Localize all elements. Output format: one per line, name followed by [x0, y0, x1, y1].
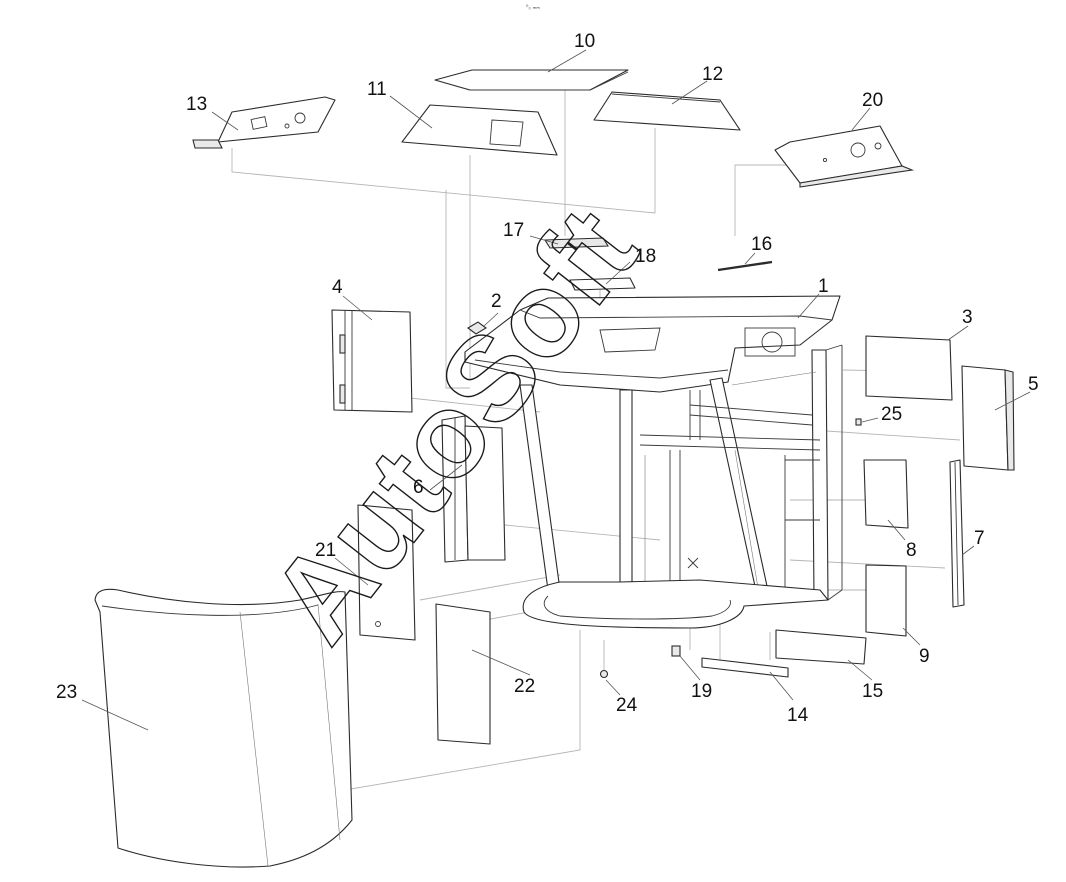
- part-23-curved-windscreen: [94, 588, 353, 868]
- part-9-right-lower-panel: [865, 564, 907, 637]
- part-8-right-middle-panel: [863, 459, 909, 529]
- callout-24: 24: [616, 695, 638, 716]
- part-15-rear-lower-strip: [775, 629, 867, 665]
- part-1-cab-frame: [464, 295, 843, 629]
- floor-cross-marker: [687, 557, 699, 569]
- part-21-left-lower-panel: [357, 504, 416, 641]
- part-19-pin: [671, 645, 681, 657]
- part-4-door-post: [331, 309, 413, 413]
- part-5-right-door-post: [961, 365, 1015, 471]
- callout-25: 25: [881, 404, 902, 425]
- callout-22: 22: [514, 676, 535, 697]
- part-11-front-roof-panel: [401, 104, 558, 156]
- callout-2: 2: [491, 291, 502, 312]
- callout-19: 19: [691, 681, 712, 702]
- part-20-top-right-bracket: [774, 125, 915, 188]
- callout-23: 23: [56, 682, 77, 703]
- callout-7: 7: [974, 528, 985, 549]
- part-22-front-lower-panel: [435, 603, 491, 745]
- callout-17: 17: [503, 220, 524, 241]
- callout-16: 16: [751, 234, 772, 255]
- callout-pointers: [81, 49, 1031, 731]
- callout-13: 13: [186, 94, 207, 115]
- callout-5: 5: [1028, 374, 1039, 395]
- callout-labels: 1 2 3 4 5 6 7 8 9 10 11 12 13 14 15 16 1…: [56, 31, 1039, 726]
- part-6-lower-door-post: [441, 415, 506, 563]
- callout-21: 21: [315, 540, 336, 561]
- callout-14: 14: [787, 705, 809, 726]
- callout-18: 18: [635, 246, 656, 267]
- part-17-roof-strip: [544, 237, 609, 249]
- callout-15: 15: [862, 681, 883, 702]
- callout-9: 9: [919, 646, 930, 667]
- part-14-floor-strip: [701, 657, 789, 678]
- part-12-rear-roof-panel: [593, 91, 741, 131]
- part-25-fastener: [855, 418, 862, 426]
- part-16-rod: [717, 260, 773, 272]
- callout-8: 8: [906, 540, 917, 561]
- callout-4: 4: [332, 277, 343, 298]
- part-2-clip: [467, 321, 487, 335]
- part-7-right-strip: [949, 459, 965, 608]
- callout-6: 6: [413, 477, 424, 498]
- part-24-nut: [599, 669, 609, 679]
- callout-11: 11: [367, 79, 387, 100]
- part-13-top-bracket: [192, 96, 336, 149]
- callout-12: 12: [702, 64, 723, 85]
- part-18-roof-cover: [569, 277, 636, 291]
- callout-20: 20: [862, 90, 883, 111]
- part-3-right-upper-panel: [865, 335, 953, 401]
- callout-3: 3: [962, 307, 973, 328]
- top-mark: ⁰₀ ₘₘ: [526, 4, 540, 11]
- callout-1: 1: [818, 276, 829, 297]
- part-10-roof-plate: [434, 69, 629, 91]
- callout-10: 10: [574, 31, 595, 52]
